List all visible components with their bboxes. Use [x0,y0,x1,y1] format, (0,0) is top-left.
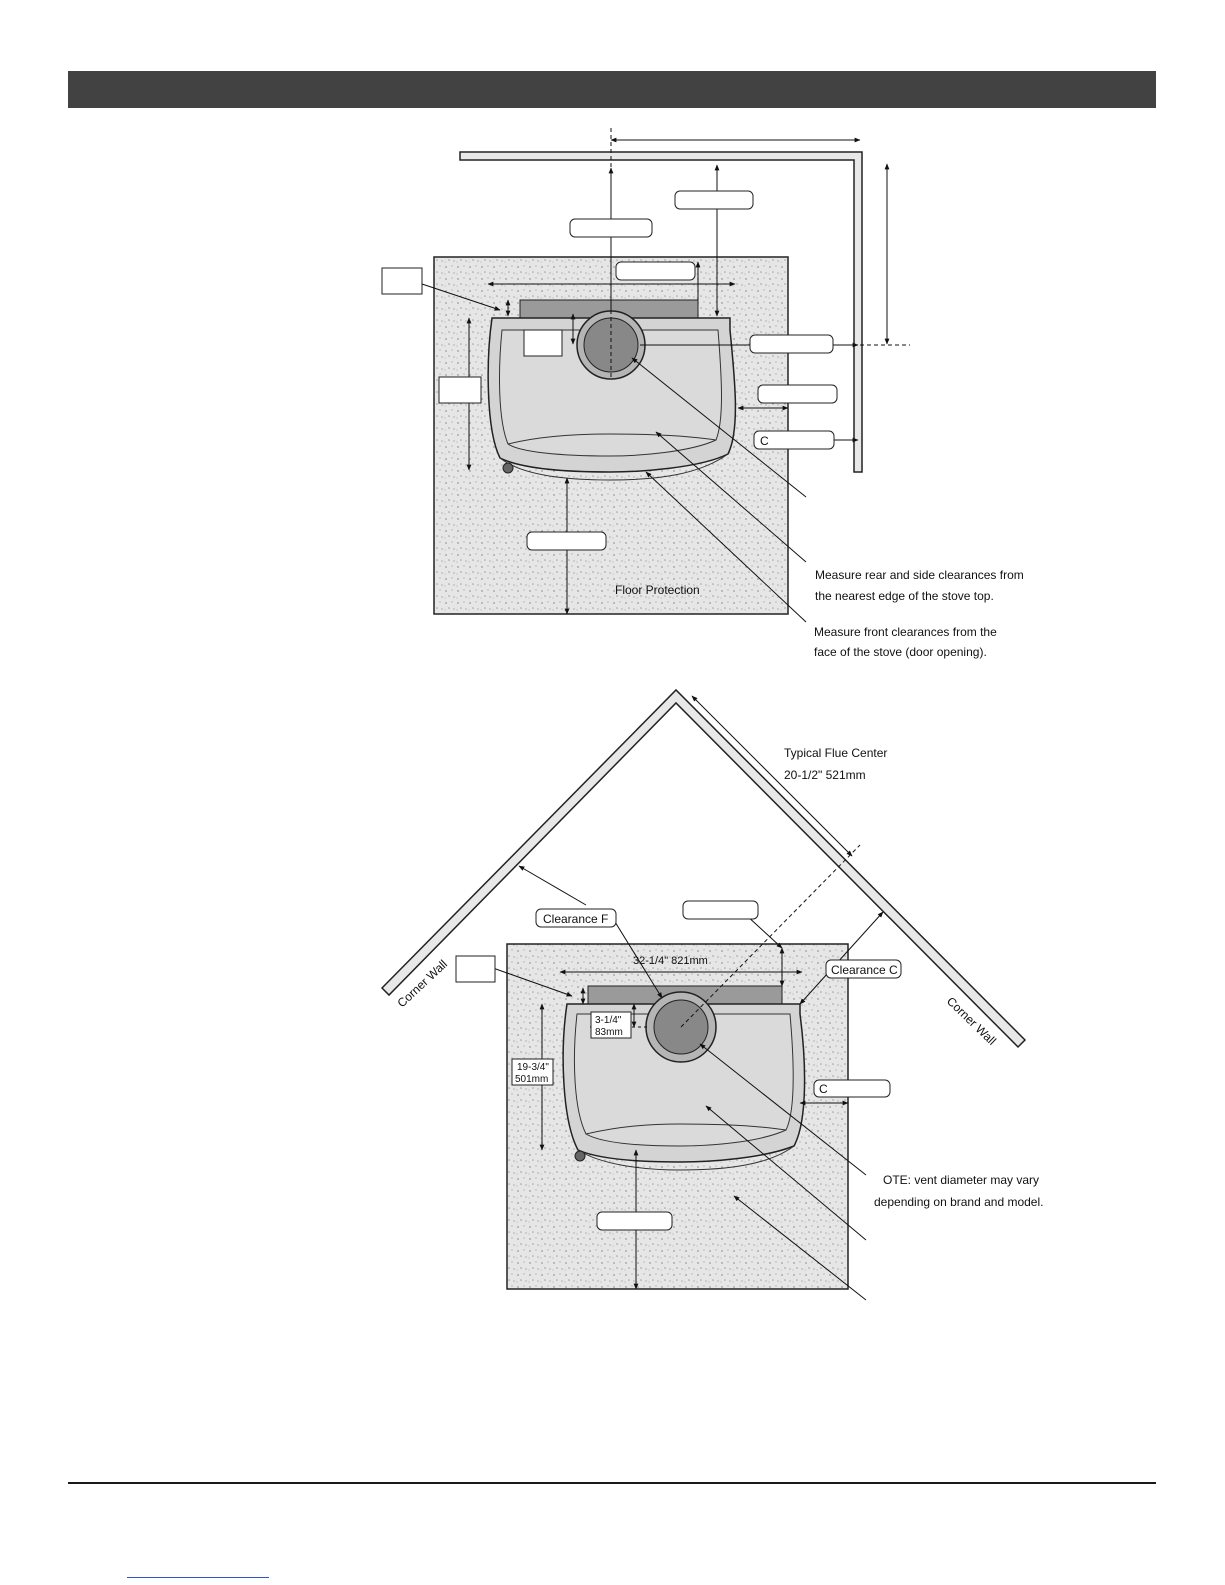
vent-note-line1: OTE: vent diameter may vary [883,1173,1039,1187]
clearance-c-small-label: C [819,1082,828,1096]
clearance-f-box [535,908,617,928]
note-rear-side-line1: Measure rear and side clearances from [815,568,1024,582]
top-clearance-c-box [753,430,835,450]
top-diagram: C Floor Protection Measure rear and side… [381,128,1024,659]
note-front-line2: face of the stove (door opening). [814,645,987,659]
flue-center-line2: 20-1/2" 521mm [784,768,866,782]
depth-line1: 19-3/4" [517,1062,549,1073]
clearance-c-small-box [813,1079,891,1098]
clearance-c-label: Clearance C [831,963,898,977]
flue-offset-line2: 83mm [595,1027,623,1038]
corner-wall-left-label: Corner Wall [394,957,450,1010]
top-dimensions [421,128,910,623]
stove-top-view [487,299,737,481]
flue-center-line1: Typical Flue Center [784,746,887,760]
floor-protection-label: Floor Protection [615,583,700,597]
clearance-f-label: Clearance F [543,912,608,926]
top-label-boxes [381,190,838,551]
corner-walls [380,688,1027,1049]
note-rear-side-line2: the nearest edge of the stove top. [815,589,994,603]
depth-box [511,1058,554,1086]
width-dimension-label: 32-1/4" 821mm [633,955,708,967]
depth-line2: 501mm [515,1074,548,1085]
top-walls [459,151,863,473]
header-bar [68,71,1156,108]
corner-label-boxes [455,900,759,1231]
clearance-c-box [825,959,902,979]
footer-link-underline[interactable] [127,1577,269,1578]
corner-wall-right-label: Corner Wall [944,994,999,1048]
footer-rule [68,1482,1156,1484]
vent-note-line2: depending on brand and model. [874,1195,1043,1209]
top-clearance-c-label: C [760,434,769,448]
corner-dimensions [492,695,884,1301]
flue-offset-line1: 3-1/4" [595,1015,622,1026]
flue-offset-box [590,1011,632,1039]
bottom-diagram: Clearance F Clearance C C 32-1/4" 821mm … [380,688,1043,1301]
note-front-line1: Measure front clearances from the [814,625,997,639]
